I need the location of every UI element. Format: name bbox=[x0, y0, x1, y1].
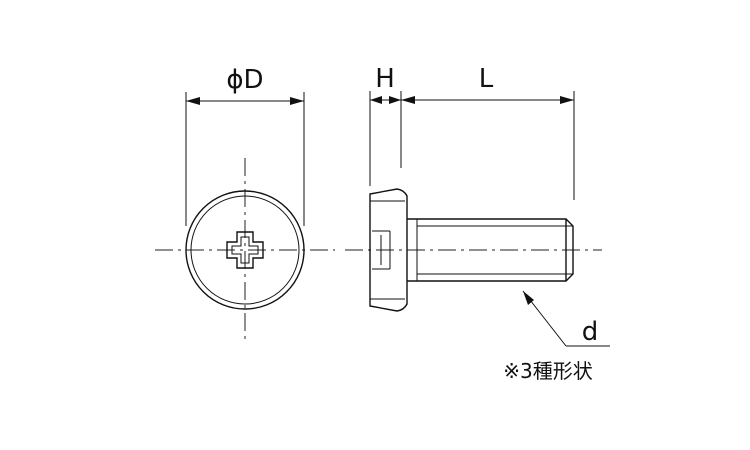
head-inner-circle bbox=[190, 195, 300, 305]
phillips-recess-inner-icon bbox=[231, 236, 259, 264]
diameter-label: ϕD bbox=[226, 65, 263, 95]
height-arrow-right bbox=[389, 96, 401, 104]
phillips-recess-icon bbox=[226, 231, 264, 269]
height-arrow-left bbox=[370, 96, 382, 104]
thread-leader-arrow bbox=[523, 291, 534, 305]
shape-note: ※3種形状 bbox=[503, 359, 592, 383]
screw-shank bbox=[407, 218, 574, 282]
length-arrow-left bbox=[401, 96, 415, 104]
head-outer-circle bbox=[185, 190, 305, 310]
height-label: H bbox=[375, 64, 395, 94]
length-arrow-right bbox=[560, 96, 574, 104]
screw-head-profile bbox=[369, 188, 408, 312]
length-label: L bbox=[479, 64, 494, 94]
front-view: ϕD bbox=[155, 65, 335, 342]
side-view: H L d ※3種形状 bbox=[345, 64, 610, 383]
diameter-arrow-right bbox=[290, 97, 304, 105]
thread-label: d bbox=[582, 317, 599, 347]
diameter-arrow-left bbox=[186, 97, 200, 105]
